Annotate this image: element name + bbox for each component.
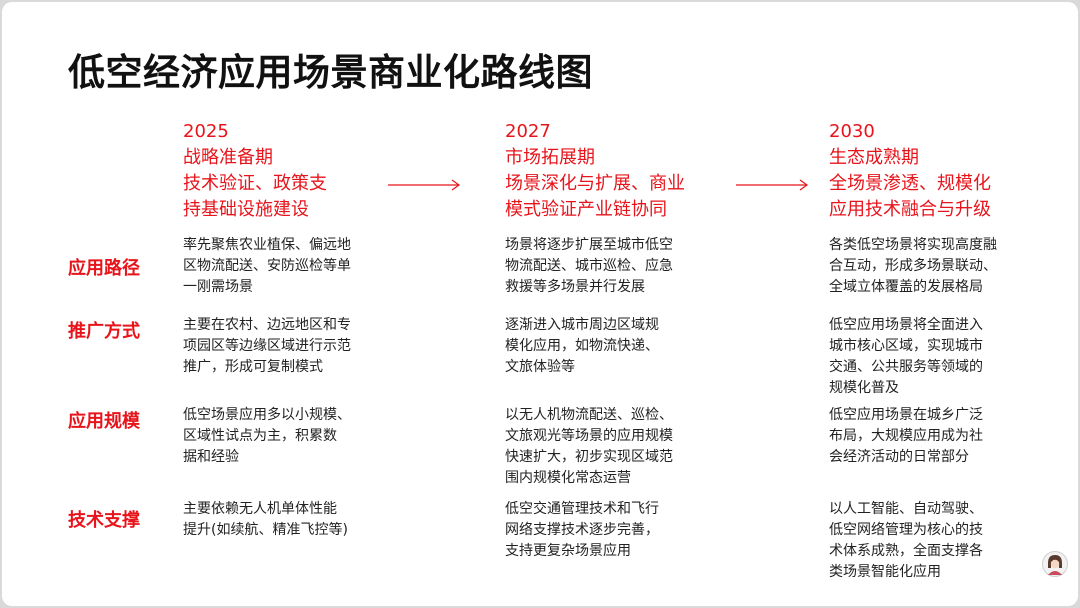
row-label-application-scale: 应用规模 bbox=[68, 411, 140, 432]
phase-name: 战略准备期 bbox=[183, 147, 273, 168]
page-title: 低空经济应用场景商业化路线图 bbox=[68, 51, 593, 94]
phase-desc-line2: 应用技术融合与升级 bbox=[829, 199, 991, 220]
phase-name: 市场拓展期 bbox=[505, 147, 595, 168]
cell-application-scale-2025: 低空场景应用多以小规模、 区域性试点为主，积累数 据和经验 bbox=[183, 407, 351, 465]
row-label-promotion-method: 推广方式 bbox=[68, 321, 140, 342]
cell-tech-support-2030: 以人工智能、自动驾驶、 低空网络管理为核心的技 术体系成熟，全面支撑各 类场景智… bbox=[829, 501, 983, 580]
phase-2030: 2030 生态成熟期 全场景渗透、规模化 应用技术融合与升级 bbox=[829, 119, 991, 223]
cell-tech-support-2027: 低空交通管理技术和飞行 网络支撑技术逐步完善， 支持更复杂场景应用 bbox=[505, 501, 659, 559]
phase-desc-line2: 持基础设施建设 bbox=[183, 199, 309, 220]
phase-2027: 2027 市场拓展期 场景深化与扩展、商业 模式验证产业链协同 bbox=[505, 119, 685, 223]
phase-year: 2025 bbox=[183, 121, 229, 142]
phase-desc-line1: 技术验证、政策支 bbox=[183, 173, 327, 194]
cell-promotion-method-2025: 主要在农村、边远地区和专 项园区等边缘区域进行示范 推广，形成可复制模式 bbox=[183, 317, 351, 375]
cell-application-scale-2030: 低空应用场景在城乡广泛 布局，大规模应用成为社 会经济活动的日常部分 bbox=[829, 407, 983, 465]
phase-year: 2030 bbox=[829, 121, 875, 142]
cell-application-path-2025: 率先聚焦农业植保、偏远地 区物流配送、安防巡检等单 一刚需场景 bbox=[183, 237, 351, 295]
phase-name: 生态成熟期 bbox=[829, 147, 919, 168]
cell-application-scale-2027: 以无人机物流配送、巡检、 文旅观光等场景的应用规模 快速扩大，初步实现区域范 围… bbox=[505, 407, 673, 486]
phase-desc-line2: 模式验证产业链协同 bbox=[505, 199, 667, 220]
phase-desc-line1: 场景深化与扩展、商业 bbox=[505, 173, 685, 194]
cell-application-path-2030: 各类低空场景将实现高度融 合互动，形成多场景联动、 全域立体覆盖的发展格局 bbox=[829, 237, 997, 295]
row-label-application-path: 应用路径 bbox=[68, 258, 140, 279]
row-label-tech-support: 技术支撑 bbox=[68, 510, 140, 531]
arrow-right-icon bbox=[736, 179, 809, 191]
cell-promotion-method-2030: 低空应用场景将全面进入 城市核心区域，实现城市 交通、公共服务等领域的 规模化普… bbox=[829, 317, 983, 396]
arrow-right-icon bbox=[388, 179, 461, 191]
phase-year: 2027 bbox=[505, 121, 551, 142]
cell-application-path-2027: 场景将逐步扩展至城市低空 物流配送、城市巡检、应急 救援等多场景并行发展 bbox=[505, 237, 673, 295]
avatar-icon[interactable] bbox=[1042, 551, 1068, 577]
cell-tech-support-2025: 主要依赖无人机单体性能 提升(如续航、精准飞控等) bbox=[183, 501, 348, 538]
cell-promotion-method-2027: 逐渐进入城市周边区域规 模化应用，如物流快递、 文旅体验等 bbox=[505, 317, 659, 375]
phase-desc-line1: 全场景渗透、规模化 bbox=[829, 173, 991, 194]
phase-2025: 2025 战略准备期 技术验证、政策支 持基础设施建设 bbox=[183, 119, 327, 223]
